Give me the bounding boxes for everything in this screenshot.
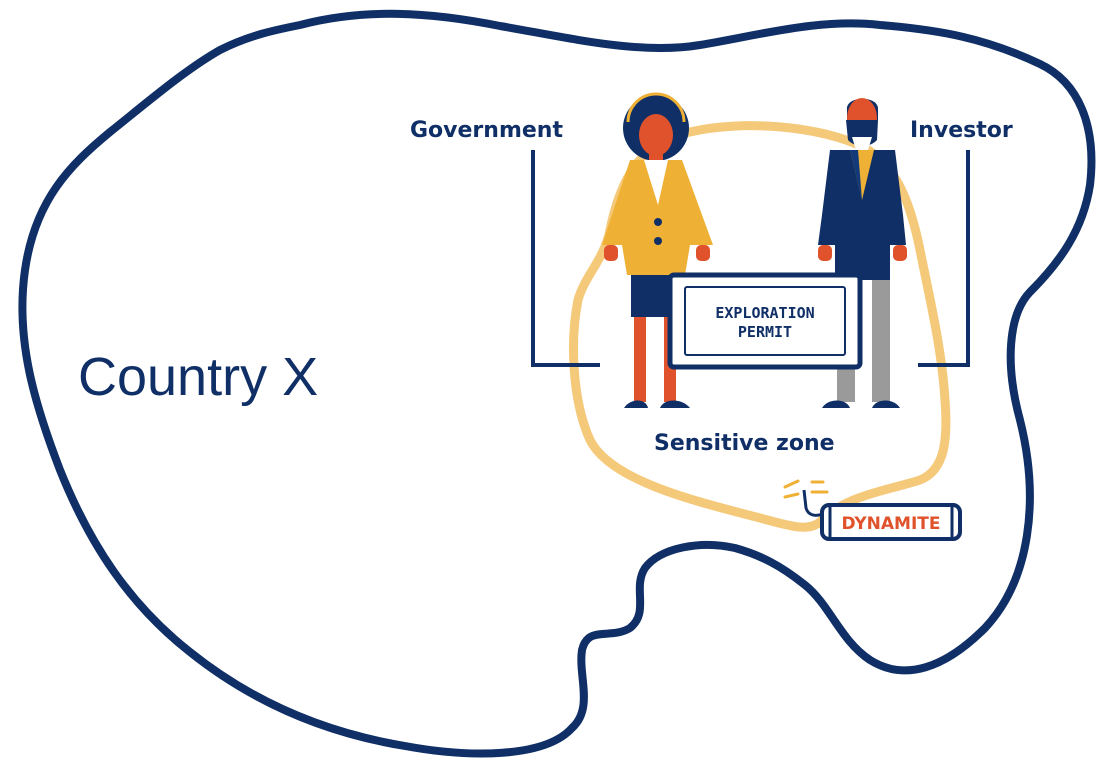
- investor-figure: [818, 98, 907, 408]
- exploration-permit-sign: EXPLORATION PERMIT: [667, 272, 863, 370]
- permit-line-2: PERMIT: [738, 323, 792, 341]
- dynamite-label: DYNAMITE: [841, 514, 940, 534]
- government-leader-line: [531, 150, 600, 367]
- investor-leader-line: [918, 150, 970, 367]
- spark-icon: [783, 479, 829, 499]
- permit-line-1: EXPLORATION: [715, 304, 814, 322]
- dynamite-stick: DYNAMITE: [783, 479, 962, 541]
- government-label: Government: [410, 118, 563, 143]
- government-figure: [602, 92, 713, 408]
- sensitive-zone-label: Sensitive zone: [654, 431, 835, 456]
- country-name: Country X: [78, 347, 318, 407]
- investor-label: Investor: [910, 118, 1013, 143]
